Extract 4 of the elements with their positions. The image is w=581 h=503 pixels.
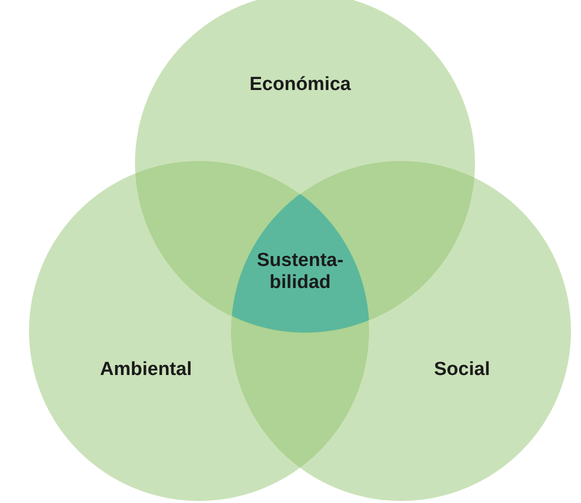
circle-label: Económica <box>250 74 351 96</box>
circle-label: Ambiental <box>100 359 192 381</box>
circle-label: Social <box>434 359 490 381</box>
intersection-label: Sustenta- bilidad <box>256 250 344 294</box>
